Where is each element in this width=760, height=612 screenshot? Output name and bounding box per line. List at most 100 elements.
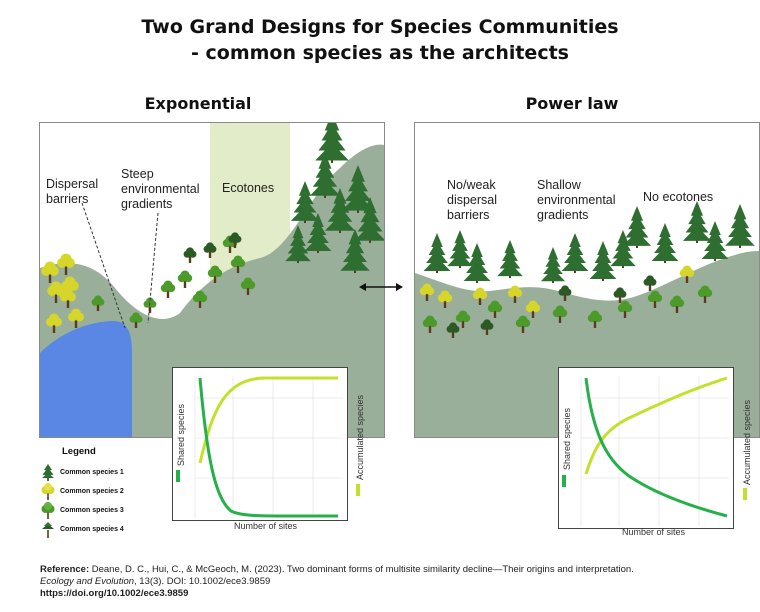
conifer-icon (290, 181, 320, 223)
exponential-trees (41, 123, 384, 333)
dark-tree-icon (446, 322, 460, 338)
conifer-icon (309, 153, 341, 198)
accumulated-curve (198, 376, 338, 464)
title-line-1: Two Grand Designs for Species Communitie… (141, 16, 619, 38)
green-tree-icon (422, 315, 438, 333)
gradient-pointer (147, 212, 159, 324)
reference-link[interactable]: https://doi.org/10.1002/ece3.9859 (40, 588, 740, 600)
power-law-heading: Power law (525, 94, 619, 113)
shared-legend-swatch (562, 475, 566, 487)
conifer-icon (540, 247, 566, 283)
conifer-icon (285, 225, 311, 263)
accumulated-legend-swatch (356, 484, 360, 496)
shallow-label-line-1: Shallow (537, 178, 581, 192)
legend-label: Common species 1 (60, 469, 124, 476)
power-law-trees (419, 201, 755, 338)
green-tree-icon (455, 310, 471, 328)
conifer-icon (423, 233, 451, 273)
green-tree-icon (230, 255, 246, 273)
steep-label-line-2: environmental (121, 182, 200, 196)
yellow-tree-icon (472, 287, 488, 305)
reference-journal: Ecology and Evolution (40, 576, 135, 587)
shallow-label: Shallow environmental gradients (537, 178, 616, 223)
plot-grid (194, 376, 343, 518)
accumulated-curve (584, 376, 728, 475)
conifer-icon (589, 241, 617, 281)
dispersal-pointer (81, 202, 126, 329)
conifer-icon (42, 464, 54, 481)
legend: Legend Common species 1 Common species 2… (40, 446, 170, 539)
green-tree-icon (669, 295, 685, 313)
power-law-landscape-art (415, 201, 759, 437)
steep-label-line-1: Steep (121, 167, 154, 181)
ecotones-label: Ecotones (222, 181, 275, 195)
green-tree-icon (240, 277, 256, 295)
yellow-tree-icon (419, 283, 435, 301)
exponential-plot (172, 367, 348, 521)
legend-item: Common species 3 (40, 501, 170, 520)
pow-xlabel: Number of sites (622, 527, 686, 537)
yellow-tree-icon (507, 285, 523, 303)
conifer-icon (315, 123, 349, 163)
reference-link-text[interactable]: https://doi.org/10.1002/ece3.9859 (40, 588, 189, 599)
shallow-label-line-3: gradients (537, 208, 589, 222)
plot-grid (580, 376, 729, 526)
reference-line-1: Reference: Deane, D. C., Hui, C., & McGe… (40, 564, 740, 576)
figure-title: Two Grand Designs for Species Communitie… (0, 14, 760, 66)
conifer-icon (622, 206, 652, 248)
green-tree-icon (617, 300, 633, 318)
dispersal-label-line-2: barriers (46, 192, 89, 206)
green-tree-icon (552, 305, 568, 323)
legend-item: Common species 1 (40, 463, 170, 482)
barriers-label-line-1: No/weak (447, 178, 496, 192)
yellow-tree-icon (437, 290, 453, 308)
conifer-icon (340, 229, 370, 273)
exp-ylabel-right: Accumulated species (355, 394, 365, 480)
dispersal-label-line-1: Dispersal (46, 177, 99, 191)
reference-block: Reference: Deane, D. C., Hui, C., & McGe… (40, 564, 740, 600)
green-tree-icon (41, 502, 55, 519)
title-line-2: - common species as the architects (191, 42, 569, 64)
exp-ylabel-left: Shared species (176, 403, 186, 466)
yellow-tree-icon (41, 483, 55, 500)
yellow-tree-icon (525, 300, 541, 318)
green-tree-icon (697, 285, 713, 303)
legend-label: Common species 4 (60, 526, 124, 533)
legend-label: Common species 2 (60, 488, 124, 495)
steep-label-line-3: gradients (121, 197, 173, 211)
barriers-label-line-2: dispersal (447, 193, 498, 207)
green-tree-icon (647, 290, 663, 308)
conifer-icon (682, 201, 712, 243)
legend-label: Common species 3 (60, 507, 124, 514)
dark-tree-icon (643, 275, 657, 291)
dispersal-label: Dispersal barriers (46, 177, 98, 207)
green-tree-icon (207, 265, 223, 283)
pow-ylabel-right: Accumulated species (742, 399, 752, 485)
conifer-icon (725, 204, 755, 248)
green-tree-icon (160, 280, 176, 298)
green-tree-icon (143, 297, 157, 313)
conifer-icon (447, 230, 473, 268)
reference-line-2: Ecology and Evolution, 13(3). DOI: 10.10… (40, 576, 740, 588)
dark-tree-icon (228, 232, 242, 248)
pow-ylabel-left: Shared species (562, 407, 572, 470)
conifer-icon (304, 213, 332, 253)
conifer-icon (341, 165, 375, 213)
dark-tree-icon (183, 247, 197, 263)
reference-text: Deane, D. C., Hui, C., & McGeoch, M. (20… (91, 564, 634, 575)
conifer-icon (701, 221, 729, 261)
exp-xlabel: Number of sites (234, 521, 298, 531)
green-tree-icon (587, 310, 603, 328)
accumulated-legend-swatch (743, 488, 747, 500)
legend-item: Common species 4 (40, 520, 170, 539)
double-arrow-icon (359, 283, 403, 291)
barriers-label-line-3: barriers (447, 208, 490, 222)
no-ecotones-label: No ecotones (643, 190, 714, 204)
power-law-plot-svg (580, 376, 729, 526)
conifer-icon (497, 240, 523, 278)
green-tree-icon (192, 290, 208, 308)
steep-label: Steep environmental gradients (121, 167, 200, 212)
legend-title: Legend (62, 446, 96, 457)
yellow-tree-icon (41, 261, 59, 283)
barriers-label: No/weak dispersal barriers (447, 178, 497, 223)
